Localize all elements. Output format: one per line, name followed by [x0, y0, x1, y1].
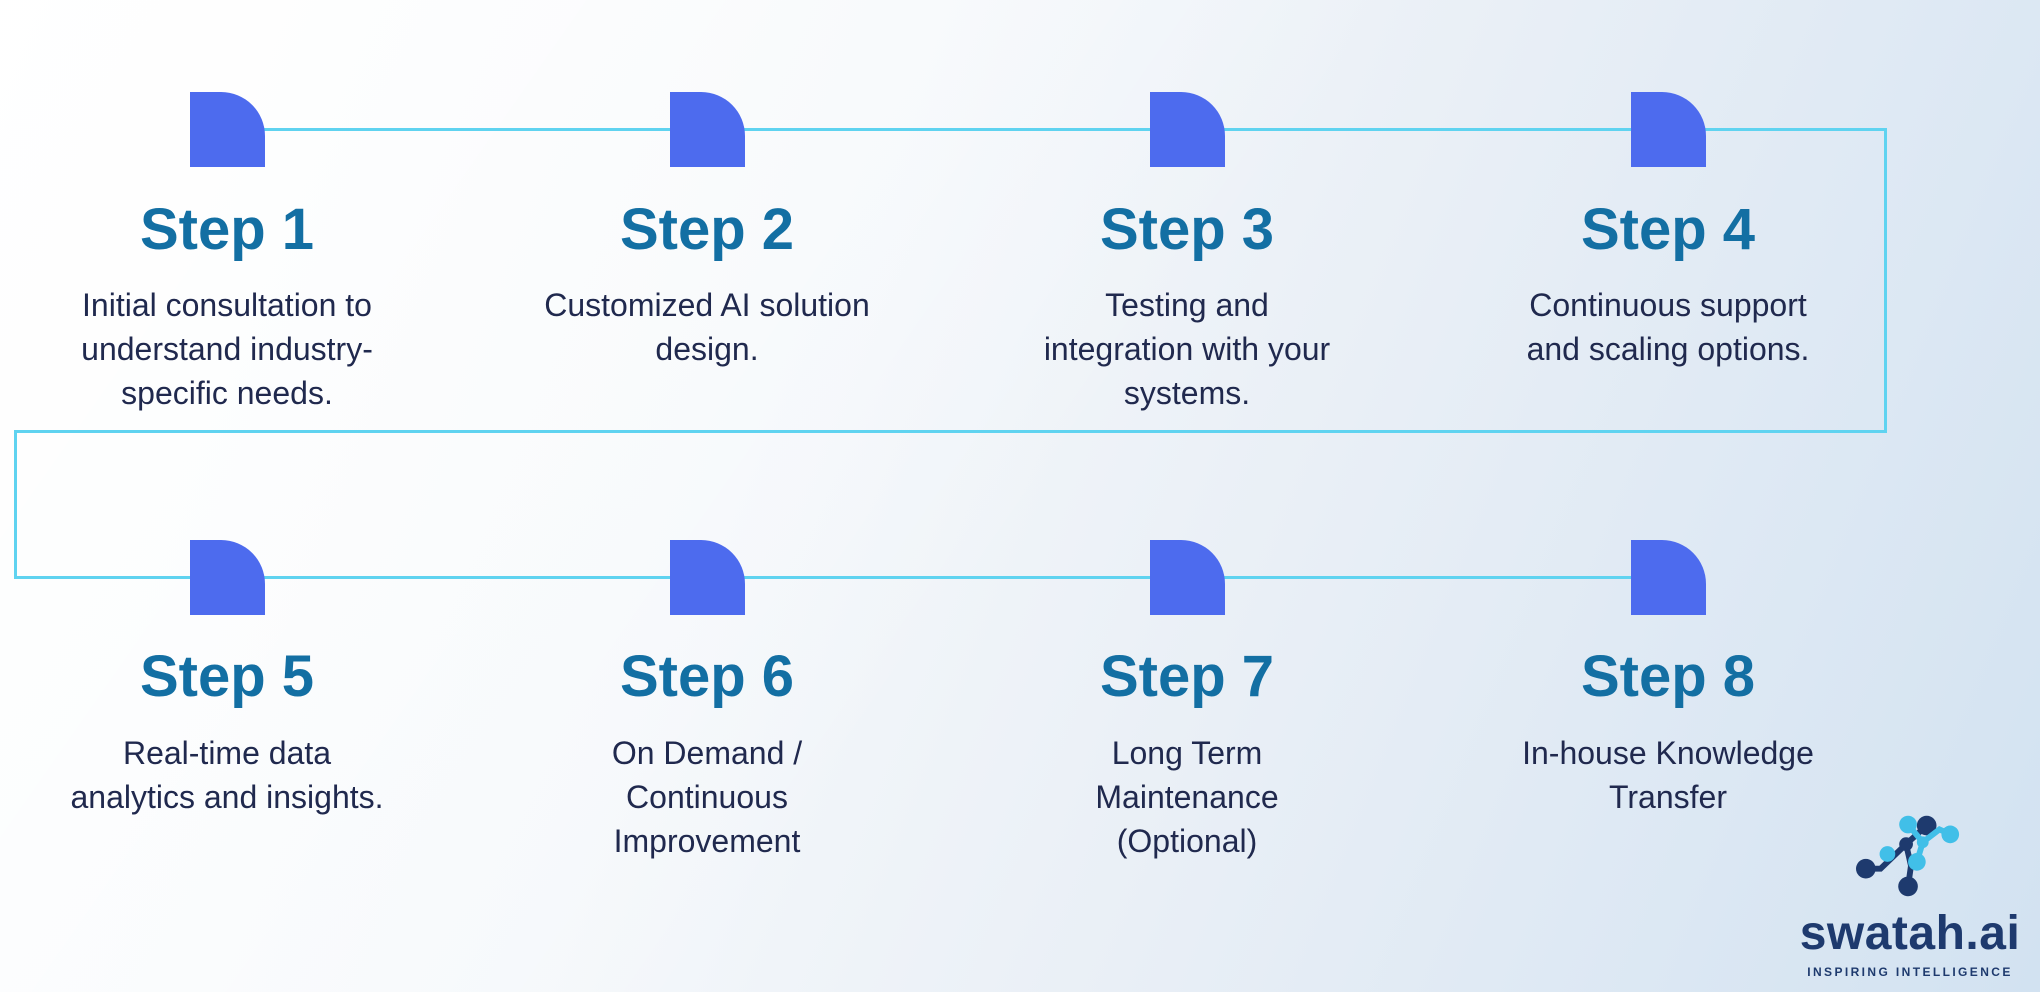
step-shape-icon — [1150, 92, 1225, 167]
step-title: Step 5 — [139, 644, 315, 709]
step-title: Step 3 — [1099, 197, 1275, 262]
step-title: Step 1 — [139, 197, 315, 262]
step-description: Customized AI solution design. — [544, 287, 870, 367]
swatah-logo: swatah.ai INSPIRING INTELLIGENCE — [1775, 800, 2040, 979]
step-title: Step 6 — [619, 644, 795, 709]
step-shape-icon — [1150, 540, 1225, 615]
logo-tagline: INSPIRING INTELLIGENCE — [1807, 965, 2013, 979]
step-title: Step 7 — [1099, 644, 1275, 709]
step-shape-icon — [670, 540, 745, 615]
step-title: Step 8 — [1580, 644, 1756, 709]
step-title: Step 4 — [1580, 197, 1756, 262]
step-description: Continuous support and scaling options. — [1526, 287, 1810, 367]
connector-line-row2 — [14, 576, 1668, 579]
step-description: On Demand / Continuous Improvement — [611, 735, 803, 859]
step-shape-icon — [1631, 92, 1706, 167]
connector-line-left-vertical — [14, 430, 17, 577]
step-description: Testing and integration with your system… — [1043, 287, 1331, 411]
connector-line-right-vertical — [1884, 128, 1887, 433]
step-title: Step 2 — [619, 197, 795, 262]
step-description: Long Term Maintenance (Optional) — [1095, 735, 1279, 859]
step-shape-icon — [190, 540, 265, 615]
connector-line-middle — [14, 430, 1887, 433]
logo-wordmark: swatah.ai — [1799, 907, 2021, 960]
connector-line-row1 — [227, 128, 1887, 131]
step-description: Initial consultation to understand indus… — [81, 287, 373, 411]
step-description: In-house Knowledge Transfer — [1522, 735, 1814, 815]
step-shape-icon — [190, 92, 265, 167]
step-shape-icon — [1631, 540, 1706, 615]
step-description: Real-time data analytics and insights. — [70, 735, 384, 815]
step-shape-icon — [670, 92, 745, 167]
molecule-logo-icon — [1856, 815, 1960, 897]
